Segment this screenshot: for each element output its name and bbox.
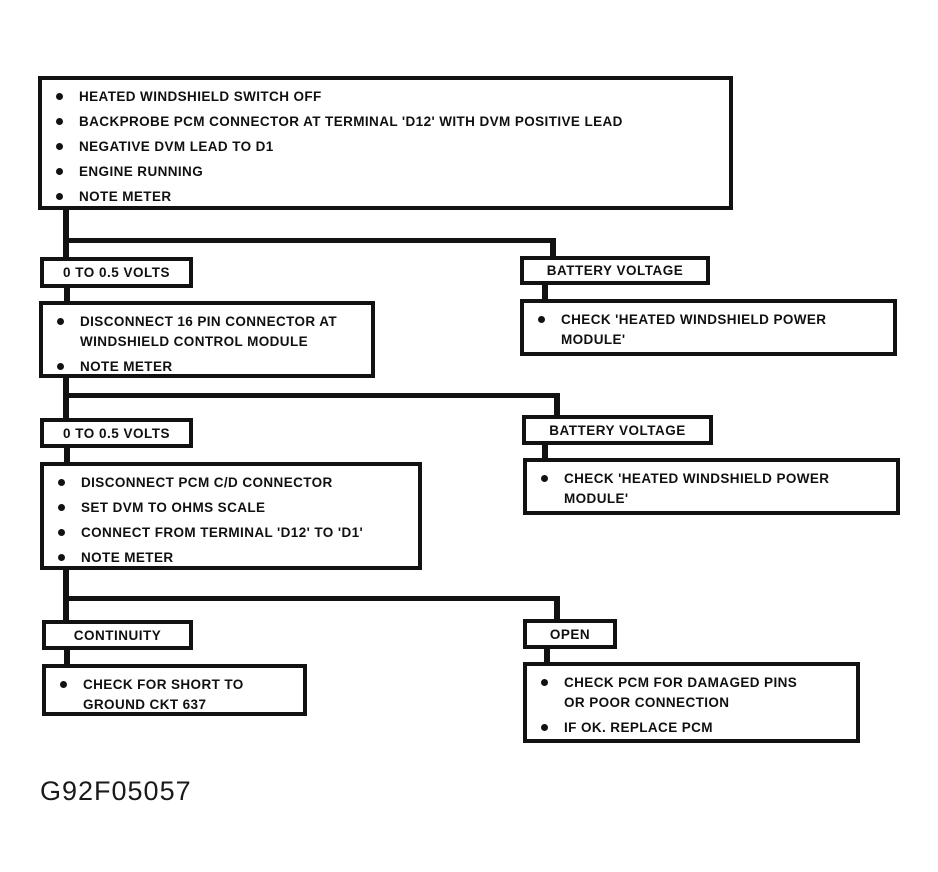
bullet-icon bbox=[58, 504, 65, 511]
action-box: CHECK 'HEATED WINDSHIELD POWER MODULE' bbox=[520, 299, 897, 356]
connector-line bbox=[64, 446, 70, 463]
checklist-row: CHECK 'HEATED WINDSHIELD POWER MODULE' bbox=[541, 469, 890, 509]
checklist-item: CHECK PCM FOR DAMAGED PINS OR POOR CONNE… bbox=[564, 675, 798, 710]
action-box: CHECK PCM FOR DAMAGED PINS OR POOR CONNE… bbox=[523, 662, 860, 743]
connector-line bbox=[63, 596, 560, 601]
checklist-item: NOTE METER bbox=[80, 359, 173, 374]
meter-result-label: CONTINUITY bbox=[73, 627, 162, 643]
checklist-item: IF OK. REPLACE PCM bbox=[564, 720, 713, 735]
checklist-row: DISCONNECT PCM C/D CONNECTOR bbox=[58, 473, 412, 493]
connector-line bbox=[542, 283, 548, 300]
bullet-icon bbox=[538, 316, 545, 323]
connector-line bbox=[542, 443, 548, 459]
bullet-icon bbox=[541, 679, 548, 686]
checklist-row: NOTE METER bbox=[58, 548, 412, 568]
action-box: DISCONNECT 16 PIN CONNECTOR AT WINDSHIEL… bbox=[39, 301, 375, 378]
bullet-icon bbox=[57, 363, 64, 370]
figure-id: G92F05057 bbox=[40, 776, 192, 806]
meter-result-box: BATTERY VOLTAGE bbox=[522, 415, 713, 445]
connector-line bbox=[554, 596, 560, 620]
connector-line bbox=[554, 393, 560, 416]
checklist-row: HEATED WINDSHIELD SWITCH OFF bbox=[56, 87, 723, 107]
bullet-icon bbox=[56, 118, 63, 125]
bullet-icon bbox=[56, 168, 63, 175]
checklist-item: NOTE METER bbox=[79, 189, 172, 204]
checklist-item: DISCONNECT 16 PIN CONNECTOR AT WINDSHIEL… bbox=[80, 314, 338, 349]
meter-result-label: 0 TO 0.5 VOLTS bbox=[62, 265, 171, 280]
bullet-icon bbox=[56, 193, 63, 200]
bullet-icon bbox=[60, 681, 67, 688]
bullet-icon bbox=[56, 143, 63, 150]
checklist-row: SET DVM TO OHMS SCALE bbox=[58, 498, 412, 518]
checklist-row: CHECK 'HEATED WINDSHIELD POWER MODULE' bbox=[538, 310, 887, 350]
checklist-item: CHECK FOR SHORT TO GROUND CKT 637 bbox=[83, 677, 244, 712]
checklist-item: BACKPROBE PCM CONNECTOR AT TERMINAL 'D12… bbox=[79, 114, 623, 129]
checklist-row: NOTE METER bbox=[57, 357, 365, 377]
connector-line bbox=[63, 238, 556, 243]
meter-result-box: CONTINUITY bbox=[42, 620, 193, 650]
checklist-row: IF OK. REPLACE PCM bbox=[541, 718, 850, 738]
connector-line bbox=[544, 647, 550, 663]
bullet-icon bbox=[58, 479, 65, 486]
checklist-row: ENGINE RUNNING bbox=[56, 162, 723, 182]
checklist-row: DISCONNECT 16 PIN CONNECTOR AT WINDSHIEL… bbox=[57, 312, 365, 352]
meter-result-label: BATTERY VOLTAGE bbox=[546, 263, 684, 278]
bullet-icon bbox=[56, 93, 63, 100]
meter-result-label: 0 TO 0.5 VOLTS bbox=[62, 425, 171, 441]
checklist-row: BACKPROBE PCM CONNECTOR AT TERMINAL 'D12… bbox=[56, 112, 723, 132]
meter-result-box: OPEN bbox=[523, 619, 617, 649]
connector-line bbox=[64, 286, 70, 302]
checklist-item: HEATED WINDSHIELD SWITCH OFF bbox=[79, 89, 322, 104]
checklist-item: DISCONNECT PCM C/D CONNECTOR bbox=[81, 475, 333, 490]
checklist-row: CHECK PCM FOR DAMAGED PINS OR POOR CONNE… bbox=[541, 673, 850, 713]
meter-result-box: BATTERY VOLTAGE bbox=[520, 256, 710, 285]
bullet-icon bbox=[57, 318, 64, 325]
checklist-item: CHECK 'HEATED WINDSHIELD POWER MODULE' bbox=[564, 471, 830, 506]
checklist-item: CHECK 'HEATED WINDSHIELD POWER MODULE' bbox=[561, 312, 827, 347]
checklist-row: NOTE METER bbox=[56, 187, 723, 207]
bullet-icon bbox=[58, 554, 65, 561]
checklist-row: CHECK FOR SHORT TO GROUND CKT 637 bbox=[60, 675, 297, 715]
action-box: CHECK FOR SHORT TO GROUND CKT 637 bbox=[42, 664, 307, 716]
checklist-item: NOTE METER bbox=[81, 550, 174, 565]
connector-line bbox=[63, 393, 560, 398]
connector-line bbox=[550, 238, 556, 257]
checklist-item: CONNECT FROM TERMINAL 'D12' TO 'D1' bbox=[81, 525, 364, 540]
connector-line bbox=[64, 648, 70, 665]
connector-line bbox=[63, 208, 69, 257]
action-box: CHECK 'HEATED WINDSHIELD POWER MODULE' bbox=[523, 458, 900, 515]
checklist-row: CONNECT FROM TERMINAL 'D12' TO 'D1' bbox=[58, 523, 412, 543]
meter-result-box: 0 TO 0.5 VOLTS bbox=[40, 257, 193, 288]
checklist-item: ENGINE RUNNING bbox=[79, 164, 204, 179]
bullet-icon bbox=[541, 475, 548, 482]
start-condition-box: HEATED WINDSHIELD SWITCH OFF BACKPROBE P… bbox=[38, 76, 733, 210]
checklist-item: SET DVM TO OHMS SCALE bbox=[81, 500, 266, 515]
action-box: DISCONNECT PCM C/D CONNECTOR SET DVM TO … bbox=[40, 462, 422, 570]
meter-result-label: BATTERY VOLTAGE bbox=[549, 422, 686, 438]
bullet-icon bbox=[58, 529, 65, 536]
checklist-item: NEGATIVE DVM LEAD TO D1 bbox=[79, 139, 274, 154]
bullet-icon bbox=[541, 724, 548, 731]
checklist-row: NEGATIVE DVM LEAD TO D1 bbox=[56, 137, 723, 157]
meter-result-label: OPEN bbox=[549, 626, 591, 642]
connector-line bbox=[63, 568, 69, 620]
meter-result-box: 0 TO 0.5 VOLTS bbox=[40, 418, 193, 448]
